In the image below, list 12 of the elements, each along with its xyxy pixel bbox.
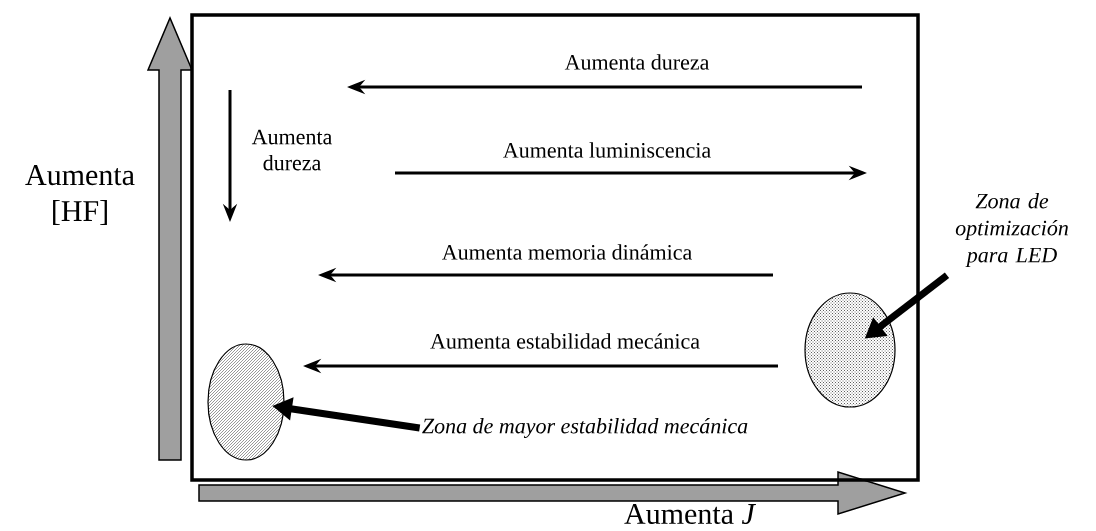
arrow-label: Aumenta memoria dinámica [442,244,692,260]
plot-frame [190,13,920,482]
arrow-label: Aumenta luminiscencia [503,142,711,158]
axis-label: Aumenta J [624,503,756,525]
annotation-text: Zona de mayor estabilidad mecánica [422,418,748,439]
arrow-label: Aumenta estabilidad mecánica [430,333,700,349]
hatched-ellipse [207,343,285,461]
hatched-ellipse [804,292,896,408]
arrow-label: Aumenta dureza [564,54,710,70]
annotation-text: Zona de optimización para LED [955,193,1068,267]
axis-label: Aumenta [HF] [25,165,135,225]
arrow-label: Aumenta dureza [251,129,333,171]
